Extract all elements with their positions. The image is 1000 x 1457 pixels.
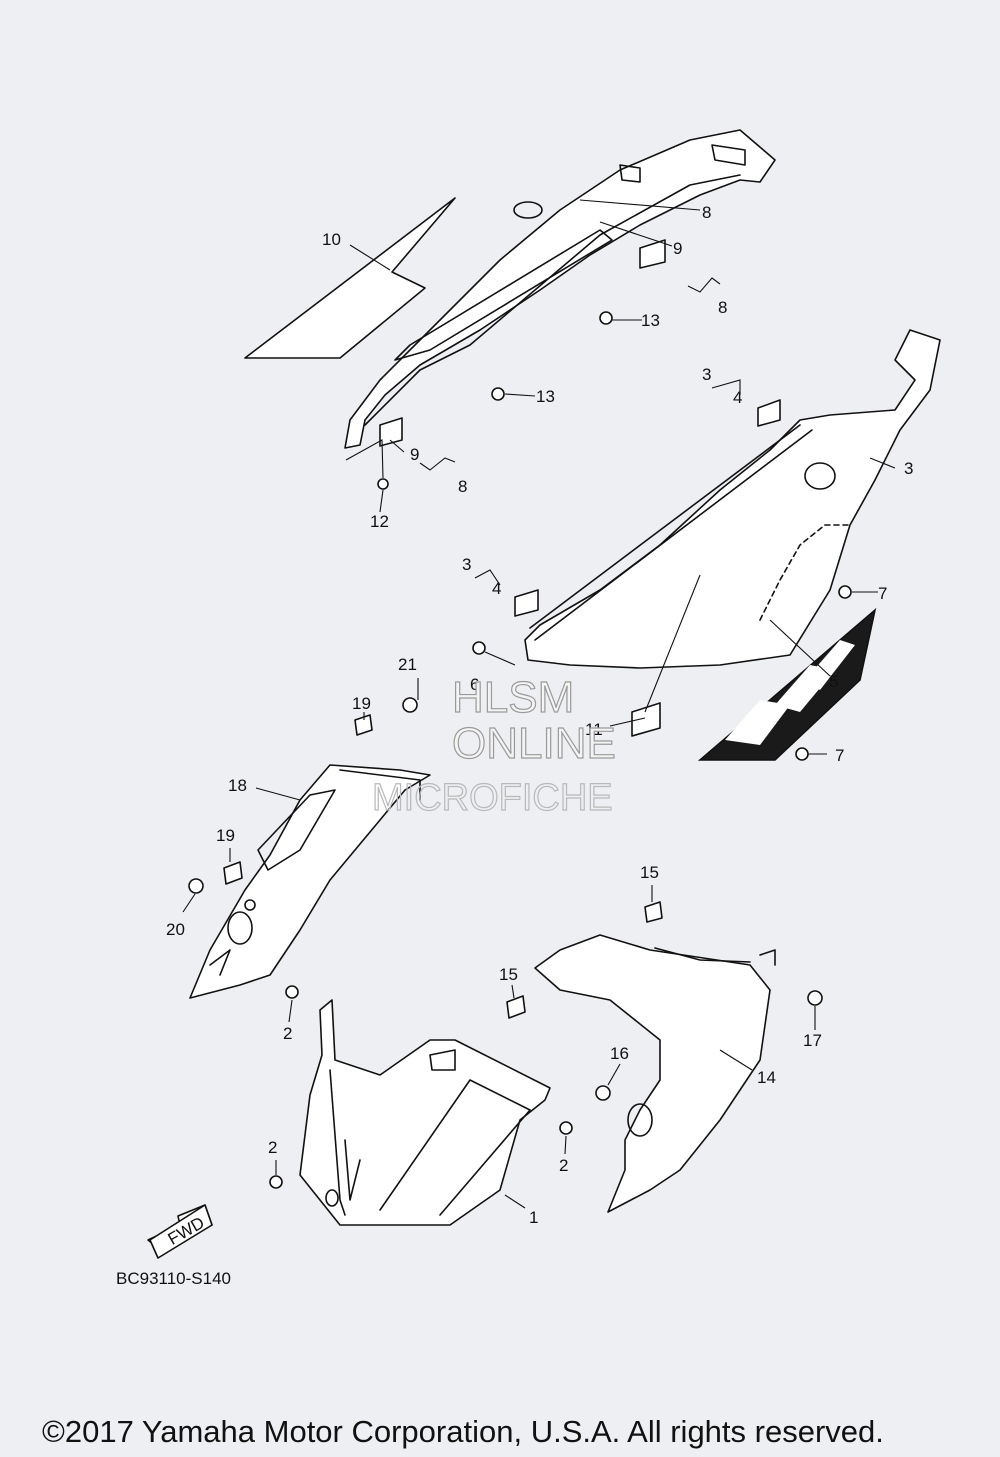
callout-10: 10 bbox=[322, 230, 341, 249]
callout-9-upper: 9 bbox=[673, 239, 682, 258]
callout-1: 1 bbox=[529, 1208, 538, 1227]
callout-11: 11 bbox=[585, 720, 603, 739]
callout-8-lower: 8 bbox=[458, 477, 467, 496]
callout-16: 16 bbox=[610, 1044, 629, 1063]
watermark: HLSM ONLINE MICROFICHE bbox=[371, 672, 616, 819]
callout-20: 20 bbox=[166, 920, 185, 939]
callout-18: 18 bbox=[228, 776, 247, 795]
part-8-upper-cover bbox=[344, 129, 776, 449]
leader-lines bbox=[182, 199, 896, 1209]
callout-7-lower: 7 bbox=[835, 746, 844, 765]
callout-4-upper: 4 bbox=[733, 388, 742, 407]
part-1-front-cover bbox=[299, 999, 551, 1226]
part-18-bracket bbox=[189, 764, 431, 999]
callout-3-left: 3 bbox=[462, 555, 471, 574]
callout-2-right: 2 bbox=[559, 1156, 568, 1175]
callout-3-upper: 3 bbox=[702, 365, 711, 384]
watermark-line-1: HLSM bbox=[452, 673, 574, 722]
callout-5: 5 bbox=[829, 672, 838, 691]
diagram-code: BC93110-S140 bbox=[116, 1269, 231, 1288]
callout-12: 12 bbox=[370, 512, 389, 531]
callout-2-left: 2 bbox=[268, 1138, 277, 1157]
callout-7-upper: 7 bbox=[878, 584, 887, 603]
callout-21: 21 bbox=[398, 655, 417, 674]
callout-8-mid: 8 bbox=[718, 298, 727, 317]
callout-3-right: 3 bbox=[904, 459, 913, 478]
callout-8-upper: 8 bbox=[702, 203, 711, 222]
part-3-side-cover bbox=[514, 329, 941, 669]
callout-labels: 10 8 9 8 13 13 9 8 12 3 4 3 3 4 7 5 7 6 … bbox=[166, 203, 913, 1227]
callout-4-left: 4 bbox=[492, 579, 501, 598]
callout-14: 14 bbox=[757, 1068, 776, 1087]
part-11-tag bbox=[631, 702, 661, 737]
callout-13-upper: 13 bbox=[641, 311, 660, 330]
callout-15-upper: 15 bbox=[640, 863, 659, 882]
callout-2-upper: 2 bbox=[283, 1024, 292, 1043]
part-10-decal bbox=[244, 197, 456, 359]
callout-15-lower: 15 bbox=[499, 965, 518, 984]
callout-19-upper: 19 bbox=[352, 694, 371, 713]
watermark-line-2: ONLINE bbox=[452, 719, 616, 768]
part-5-decal bbox=[697, 607, 877, 761]
callout-17: 17 bbox=[803, 1031, 822, 1050]
callout-9-lower: 9 bbox=[410, 445, 419, 464]
copyright-notice: ©2017 Yamaha Motor Corporation, U.S.A. A… bbox=[42, 1414, 884, 1449]
callout-13-lower: 13 bbox=[536, 387, 555, 406]
fasteners bbox=[188, 311, 852, 1189]
part-9-upper bbox=[379, 239, 666, 447]
fwd-arrow: FWD bbox=[147, 1204, 213, 1259]
callout-19-lower: 19 bbox=[216, 826, 235, 845]
callout-6: 6 bbox=[470, 675, 479, 694]
part-14-side-cover bbox=[534, 934, 776, 1213]
watermark-line-3: MICROFICHE bbox=[372, 777, 613, 819]
